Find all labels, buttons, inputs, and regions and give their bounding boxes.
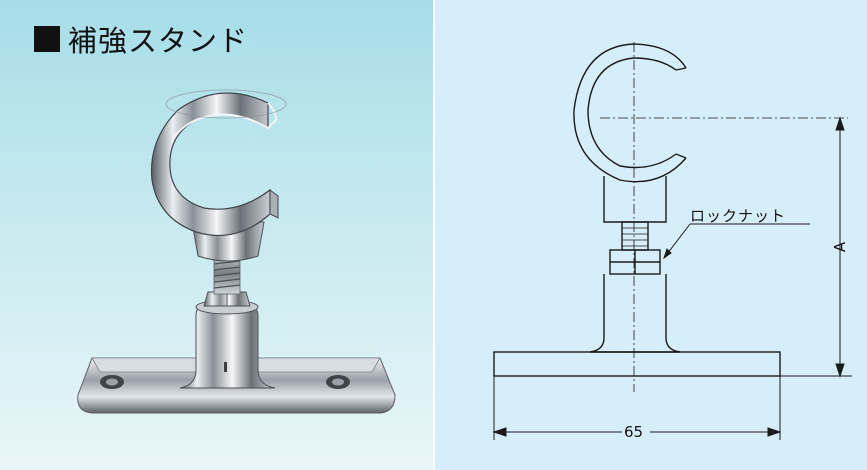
page-title-text: 補強スタンド — [68, 24, 249, 58]
drawing-c-ring-outer — [573, 43, 687, 183]
c-clamp — [150, 89, 287, 237]
drawing-base — [493, 351, 781, 377]
dimension-65-label: 65 — [624, 423, 644, 441]
dimension-height — [680, 116, 852, 378]
drawing-hub — [603, 176, 667, 223]
drawing-center-lines — [600, 42, 848, 392]
square-bullet-icon — [34, 26, 60, 52]
lock-nut-label: ロックナット — [690, 207, 787, 225]
page-title: 補強スタンド — [34, 18, 248, 60]
drawing-c-ring-inner — [587, 57, 677, 169]
lock-nut — [203, 291, 251, 307]
lock-nut-callout — [663, 223, 810, 260]
dimension-a-label: A — [831, 241, 850, 253]
technical-drawing-panel — [435, 0, 867, 470]
drawing-column — [589, 274, 681, 353]
dimension-width — [492, 376, 782, 440]
